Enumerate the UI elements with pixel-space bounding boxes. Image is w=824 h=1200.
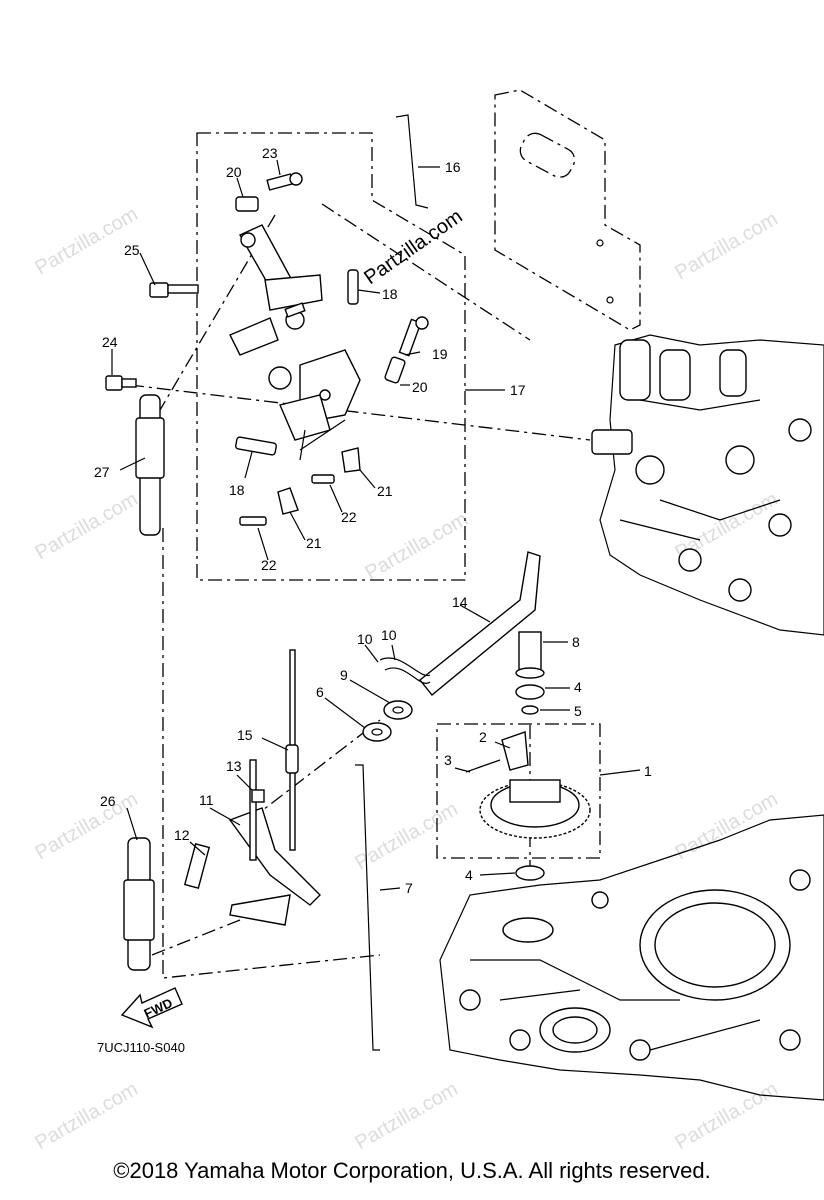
governor-gear xyxy=(465,731,591,839)
watermark: Partzilla.com xyxy=(672,208,782,284)
callout-12: 12 xyxy=(174,827,190,843)
callout-11: 11 xyxy=(199,792,214,808)
callout-4: 4 xyxy=(574,679,582,695)
callout-14: 7 xyxy=(405,880,413,896)
callout-20: 20 xyxy=(226,164,242,180)
callout-1: 1 xyxy=(644,763,652,779)
callout-18: 18 xyxy=(382,286,398,302)
callout-19: 19 xyxy=(432,346,448,362)
governor-bushing xyxy=(515,631,545,881)
fwd-arrow: FWD xyxy=(120,987,183,1029)
watermark: Partzilla.com xyxy=(352,798,462,874)
callout-2: 2 xyxy=(479,729,487,745)
engine-bracket xyxy=(494,89,641,331)
rod-16 xyxy=(395,114,429,209)
callout-20: 20 xyxy=(412,379,428,395)
callout-23: 23 xyxy=(262,145,278,161)
callout-15: 15 xyxy=(237,727,253,743)
callout-16: 16 xyxy=(445,159,461,175)
callout-21: 21 xyxy=(377,483,393,499)
watermark: Partzilla.com xyxy=(362,508,472,584)
watermark: Partzilla.com xyxy=(672,788,782,864)
callout-21: 21 xyxy=(306,535,322,551)
engine-block xyxy=(591,334,824,636)
fwd-label: FWD xyxy=(142,995,175,1021)
callout-13: 13 xyxy=(226,758,242,774)
top-fasteners xyxy=(105,172,429,526)
callout-10: 10 xyxy=(357,631,373,647)
watermark: Partzilla.com xyxy=(32,488,142,564)
watermark: Partzilla.com xyxy=(352,1078,462,1154)
callout-6: 8 xyxy=(572,634,580,650)
watermark: Partzilla.com xyxy=(672,1078,782,1154)
washers xyxy=(362,657,431,742)
group-box-1 xyxy=(436,723,601,859)
callout-10: 10 xyxy=(381,627,397,643)
callout-7: 14 xyxy=(452,594,468,610)
watermark: Partzilla.com xyxy=(32,788,142,864)
watermark: Partzilla.com xyxy=(32,1078,142,1154)
spring-27 xyxy=(135,394,165,536)
callout-4: 4 xyxy=(465,867,473,883)
callout-labels: 23 20 16 25 18 24 19 20 17 27 18 21 22 2… xyxy=(94,145,652,896)
callout-25: 25 xyxy=(124,242,140,258)
callout-22: 22 xyxy=(261,557,277,573)
callout-5: 5 xyxy=(574,703,582,719)
callout-27: 27 xyxy=(94,464,110,480)
crankcase xyxy=(439,814,824,1101)
callout-9: 9 xyxy=(340,667,348,683)
callout-3: 3 xyxy=(444,752,452,768)
diagram-code: 7UCJ110-S040 xyxy=(97,1040,185,1055)
callout-26: 26 xyxy=(100,793,116,809)
governor-lever xyxy=(183,649,380,1051)
copyright-notice: ©2018 Yamaha Motor Corporation, U.S.A. A… xyxy=(113,1158,711,1183)
shaft-7 xyxy=(419,551,541,696)
spring-26 xyxy=(123,837,155,971)
throttle-lever-assembly xyxy=(229,224,361,461)
callout-22: 22 xyxy=(341,509,357,525)
callout-8: 6 xyxy=(316,684,324,700)
group-box-17 xyxy=(196,132,466,581)
callout-18: 18 xyxy=(229,482,245,498)
callout-leaders xyxy=(111,159,641,891)
callout-24: 24 xyxy=(102,334,118,350)
callout-17: 17 xyxy=(510,382,526,398)
